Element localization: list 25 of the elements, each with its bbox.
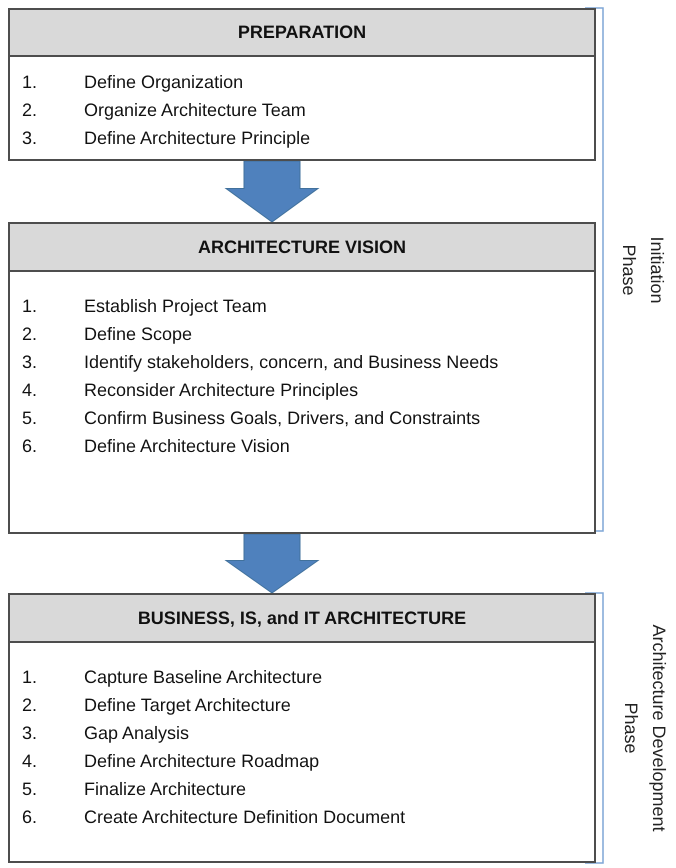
block-arrow: [224, 160, 320, 223]
block-arrow: [224, 534, 320, 594]
process-box: [8, 593, 596, 863]
phase-label: Initiation Phase: [618, 234, 668, 306]
list-item: 1. Define Organization: [22, 71, 244, 94]
list-item: 5. Finalize Architecture: [22, 778, 248, 801]
list-item: 3. Gap Analysis: [22, 722, 190, 745]
list-item: 2. Organize Architecture Team: [22, 99, 307, 122]
section-heading: PREPARATION: [10, 10, 594, 57]
section-heading: BUSINESS, IS, and IT ARCHITECTURE: [10, 595, 594, 643]
list-item: 1. Establish Project Team: [22, 295, 268, 318]
process-box: [8, 222, 596, 534]
list-item: 2. Define Scope: [22, 323, 194, 346]
section-heading: ARCHITECTURE VISION: [10, 224, 594, 272]
list-item: 3. Define Architecture Principle: [22, 127, 312, 150]
list-item: 5. Confirm Business Goals, Drivers, and Constraints: [22, 407, 482, 430]
list-item: 6. Create Architecture Definition Document: [22, 806, 406, 829]
list-item: 4. Define Architecture Roadmap: [22, 750, 320, 773]
list-item: 2. Define Target Architecture: [22, 694, 292, 717]
process-box: [8, 8, 596, 161]
list-item: 6. Define Architecture Vision: [22, 435, 291, 458]
list-item: 4. Reconsider Architecture Principles: [22, 379, 360, 402]
phase-label: Architecture Development Phase: [620, 623, 670, 834]
list-item: 1. Capture Baseline Architecture: [22, 666, 324, 689]
list-item: 3. Identify stakeholders, concern, and Business Needs: [22, 351, 500, 374]
